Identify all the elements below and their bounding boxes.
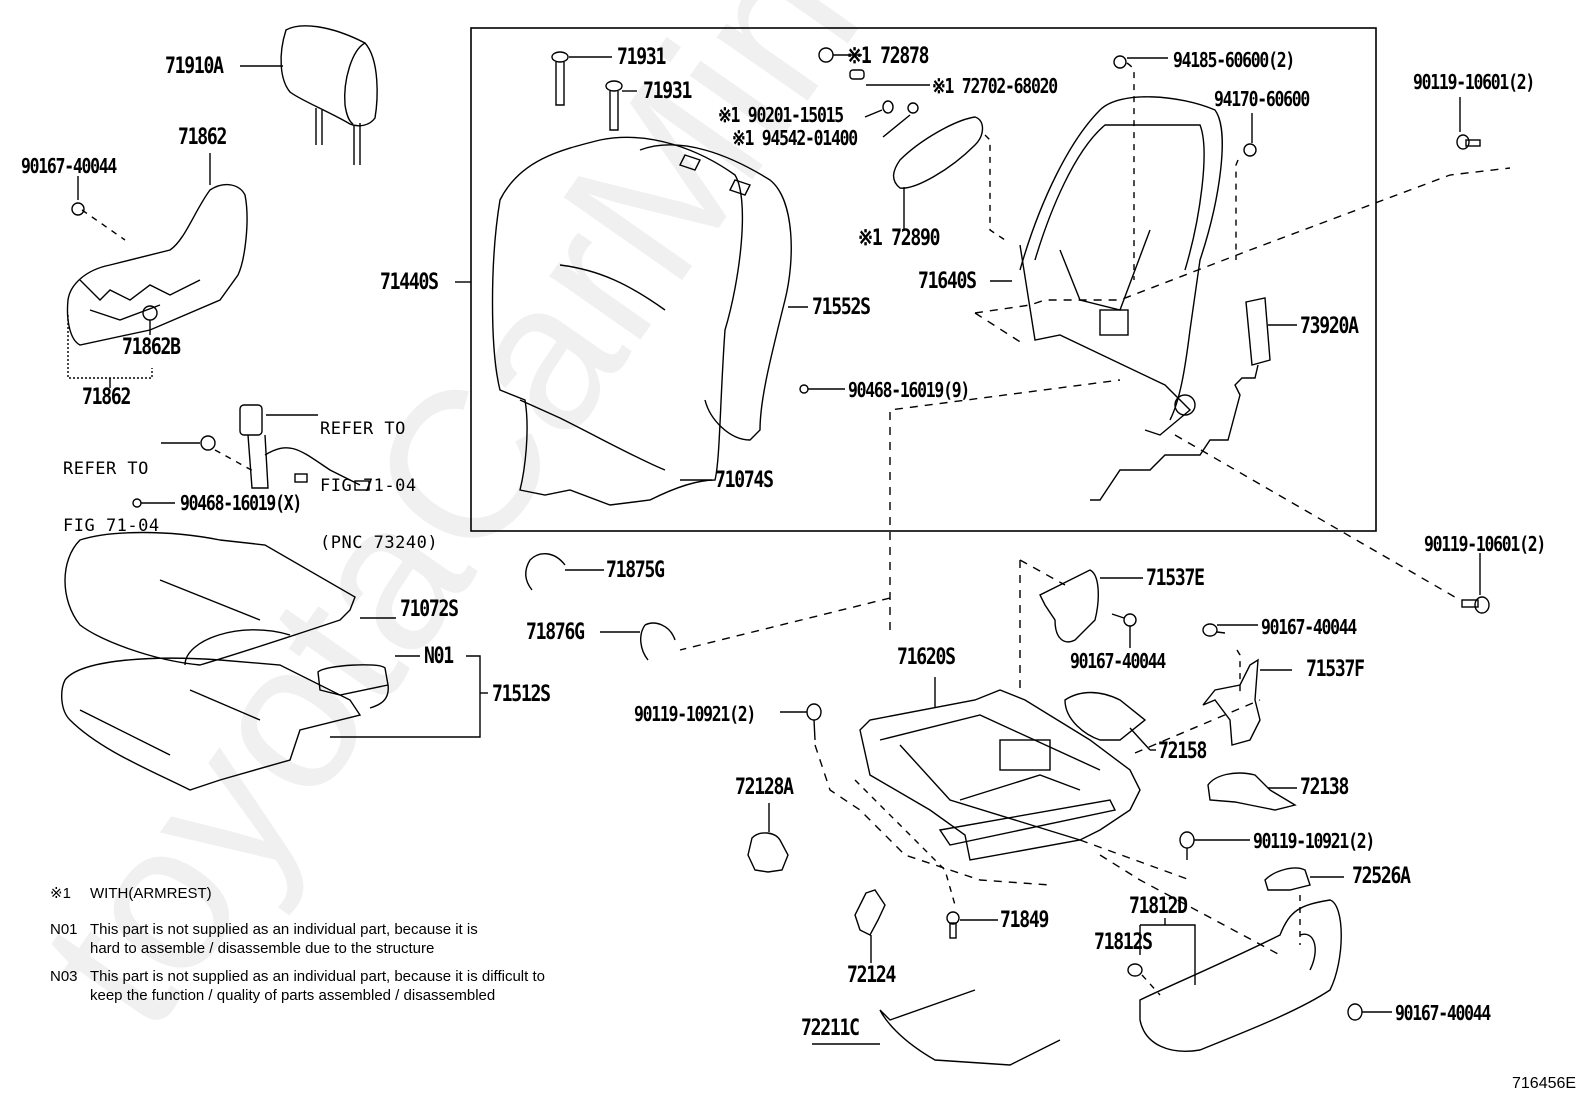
airbag-illustration [1090,297,1271,501]
buckle-reference: REFER TO FIG 71-04 (PNC 73240) [320,382,438,591]
headrest-illustration [280,25,378,165]
clip-illustrations [551,51,623,131]
label-72158[interactable]: 72158 [1158,739,1207,764]
note-text: hard to assemble / disassemble due to th… [90,940,435,957]
note-text: keep the function / quality of parts ass… [90,987,496,1004]
label-72890[interactable]: ※1 72890 [858,226,941,251]
label-90201-15015[interactable]: ※1 90201-15015 [718,103,844,127]
cover-72124-illustration [854,889,886,936]
screw-f-illustration [1202,623,1226,637]
label-90119-10601-top[interactable]: 90119-10601(2) [1413,70,1535,94]
label-71931-b[interactable]: 71931 [643,79,692,104]
screw-shield-illustration [1347,1003,1363,1021]
seatback-pad-illustration [491,136,792,506]
label-n01[interactable]: N01 [424,644,454,669]
note-code: ※1 [50,885,71,902]
label-71812d[interactable]: 71812D [1129,894,1188,919]
bolt-illustration-bottom [1461,596,1490,614]
label-90468-16019-x[interactable]: 90468-16019(X) [180,491,302,515]
label-71074s[interactable]: 71074S [715,468,774,493]
label-71552s[interactable]: 71552S [812,295,871,320]
cover-72138-illustration [1207,772,1297,811]
seatback-group-box [470,27,1377,532]
label-71862-assy[interactable]: 71862 [82,385,131,410]
cover-72158-illustration [1064,691,1147,741]
label-90167-40044-f[interactable]: 90167-40044 [1261,615,1357,639]
label-72128a[interactable]: 72128A [735,775,794,800]
label-94185-60600[interactable]: 94185-60600(2) [1173,48,1295,72]
label-71440s[interactable]: 71440S [380,270,439,295]
shield-illustration [1139,899,1342,1052]
note-text: This part is not supplied as an individu… [90,921,478,938]
hinge-cover-f-illustration [1202,658,1261,746]
label-71537f[interactable]: 71537F [1306,657,1365,682]
label-90167-40044-shield[interactable]: 90167-40044 [1395,1001,1491,1025]
label-72211c[interactable]: 72211C [801,1016,860,1041]
seat-cushion-cover-illustration [64,531,356,666]
label-94542-01400[interactable]: ※1 94542-01400 [732,126,858,150]
seatback-frame-illustration [1019,96,1223,436]
label-72138[interactable]: 72138 [1300,775,1349,800]
label-71876g[interactable]: 71876G [526,620,585,645]
anchor-reference: REFER TO FIG 71-04 [63,422,160,574]
label-71620s[interactable]: 71620S [897,645,956,670]
cover-72128a-illustration [747,832,789,873]
label-94170-60600[interactable]: 94170-60600 [1214,87,1310,111]
label-71875g[interactable]: 71875G [606,558,665,583]
label-90167-40044-cover[interactable]: 90167-40044 [21,154,117,178]
note-n03: N03 This part is not supplied as an indiv… [50,967,545,1005]
label-72878[interactable]: ※1 72878 [847,44,930,69]
label-72702-68020[interactable]: ※1 72702-68020 [932,74,1058,98]
clip-71849-illustration [946,911,960,939]
label-72124[interactable]: 72124 [847,963,896,988]
buckle-ref-line-2[interactable]: FIG 71-04 [320,476,417,496]
label-73920a[interactable]: 73920A [1300,314,1359,339]
figure-id: 716456E [1512,1075,1577,1092]
hinge-cover-e-illustration [1039,569,1099,643]
label-90119-10921-left[interactable]: 90119-10921(2) [634,702,756,726]
buckle-ref-line-1: REFER TO [320,419,406,439]
label-71910a[interactable]: 71910A [165,54,224,79]
bolt-adjuster-left-illustration [806,703,822,741]
label-72526a[interactable]: 72526A [1352,864,1411,889]
label-71537e[interactable]: 71537E [1146,566,1205,591]
note-armrest: ※1 WITH(ARMREST) [50,884,212,903]
anchor-ref-line-1: REFER TO [63,459,149,479]
sensor-illustration [317,664,389,709]
seat-adjuster-illustration [859,689,1141,861]
label-71072s[interactable]: 71072S [400,597,459,622]
anchor-ref-line-2[interactable]: FIG 71-04 [63,516,160,536]
label-71931-a[interactable]: 71931 [617,45,666,70]
label-71512s[interactable]: 71512S [492,682,551,707]
label-90119-10921-right[interactable]: 90119-10921(2) [1253,829,1375,853]
label-71862-top[interactable]: 71862 [178,125,227,150]
note-code: N03 [50,968,78,985]
label-71640s[interactable]: 71640S [918,269,977,294]
seat-cushion-pad-illustration [61,657,362,791]
buckle-ref-line-3: (PNC 73240) [320,533,439,553]
side-cover-illustration [66,183,248,346]
label-71812s[interactable]: 71812S [1094,930,1153,955]
label-90119-10601-bottom[interactable]: 90119-10601(2) [1424,532,1546,556]
screw-71812s-illustration [1127,963,1143,977]
knob-illustration [1264,867,1311,891]
note-text: WITH(ARMREST) [90,885,212,902]
bolt-illustration-top [1456,134,1481,150]
note-n01: N01 This part is not supplied as an indiv… [50,920,478,958]
bolt-adjuster-right-illustration [1179,831,1195,860]
label-90167-40044-e[interactable]: 90167-40044 [1070,649,1166,673]
buckle-illustration [239,404,370,491]
guide-illustrations [525,553,676,661]
label-90468-16019-9[interactable]: 90468-16019(9) [848,378,970,402]
note-text: This part is not supplied as an individu… [90,968,545,985]
screw-e-illustration [1111,613,1137,627]
wire-72211c-illustration [879,989,1061,1066]
label-71862b[interactable]: 71862B [122,335,181,360]
armrest-illustration [818,47,984,189]
note-code: N01 [50,921,78,938]
label-71849[interactable]: 71849 [1000,908,1049,933]
